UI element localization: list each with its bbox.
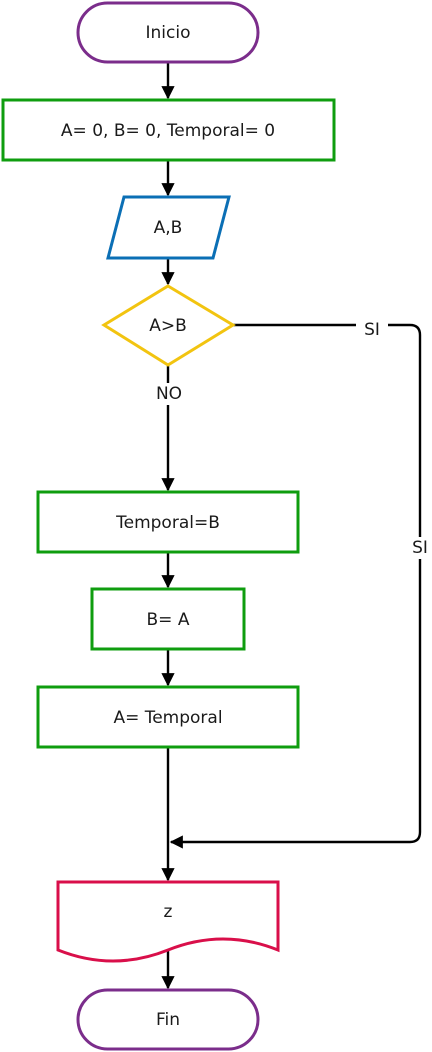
decision-label: A>B xyxy=(149,316,187,336)
node-init: A= 0, B= 0, Temporal= 0 xyxy=(1,98,336,162)
step1-label: Temporal=B xyxy=(115,513,220,533)
step3-label: A= Temporal xyxy=(113,708,222,728)
end-label: Fin xyxy=(156,1010,180,1030)
input-label: A,B xyxy=(154,218,183,238)
step1-process-shape xyxy=(36,490,300,554)
node-end: Fin xyxy=(76,988,260,1051)
node-decision: A>B xyxy=(101,284,236,367)
edge-label-yes-top: SI xyxy=(364,320,380,340)
node-input: A,B xyxy=(106,195,231,260)
init-process-shape xyxy=(1,98,336,162)
node-start: Inicio xyxy=(76,1,260,64)
init-label: A= 0, B= 0, Temporal= 0 xyxy=(61,121,275,141)
step2-label: B= A xyxy=(147,610,190,630)
start-label: Inicio xyxy=(146,23,191,43)
step2-process-shape xyxy=(90,587,246,651)
node-step3: A= Temporal xyxy=(36,685,300,749)
start-terminal-shape xyxy=(76,1,260,64)
decision-diamond-shape xyxy=(101,284,236,367)
input-data-shape xyxy=(106,195,231,260)
output-label: z xyxy=(164,902,173,922)
node-step2: B= A xyxy=(90,587,246,651)
end-terminal-shape xyxy=(76,988,260,1051)
edge-labels: NO SI SI xyxy=(150,319,432,559)
output-document-shape xyxy=(56,880,280,963)
edge-label-yes-side: SI xyxy=(412,538,428,558)
edge-label-no: NO xyxy=(156,384,182,404)
edge-decision-yes xyxy=(169,323,422,849)
node-output: z xyxy=(56,880,280,963)
step3-process-shape xyxy=(36,685,300,749)
node-step1: Temporal=B xyxy=(36,490,300,554)
